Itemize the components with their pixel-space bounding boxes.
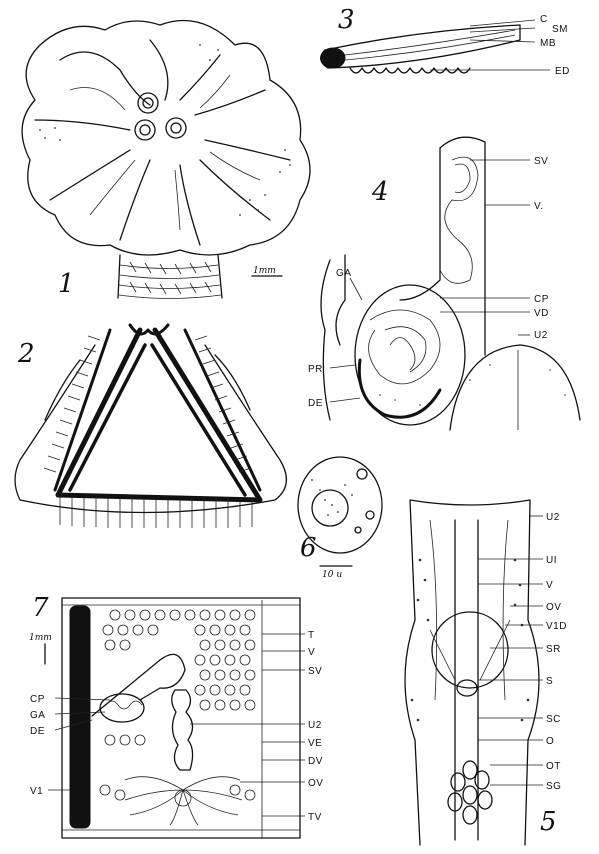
figure-4-label-vd: VD <box>534 308 549 319</box>
figure-5-shell-glands <box>447 760 493 825</box>
figure-4-label-u2: U2 <box>534 330 548 341</box>
figure-5-label-sg: SG <box>546 781 561 792</box>
figure-4-number: 4 <box>371 177 389 207</box>
figure-7-number: 7 <box>32 593 49 623</box>
figure-3-number: 3 <box>338 5 355 35</box>
figure-1-number: 1 <box>58 269 75 299</box>
figure-1-neck <box>117 254 223 299</box>
figure-4-label-v: V. <box>534 201 544 212</box>
figure-7-label-dv: DV <box>308 756 323 767</box>
figure-7-label-ga: GA <box>30 710 45 721</box>
figure-7-label-sv: SV <box>308 666 322 677</box>
figure-6-egg: 6 10 u <box>297 456 383 580</box>
figure-5-label-v: V <box>546 580 553 591</box>
figure-7-scale: 1mm <box>29 633 52 643</box>
figure-4-label-pr: PR <box>308 364 323 375</box>
figure-6-number: 6 <box>300 533 317 563</box>
figure-7-label-de: DE <box>30 726 45 737</box>
figure-3-section: 3 C SM MB ED <box>320 5 570 77</box>
figure-7-vitellaria <box>69 605 91 829</box>
figure-4-label-ga: GA <box>336 268 351 279</box>
figure-7-label-v: V <box>308 647 315 658</box>
figure-4-genitalia: 4 SV V. GA CP VD U2 PR DE <box>308 136 581 431</box>
figure-7-label-v1: V1 <box>30 786 43 797</box>
figure-5-label-sr: SR <box>546 644 561 655</box>
figure-7-proglottid: 7 1mm T V SV CP GA DE U2 VE DV OV TV V1 <box>29 593 323 839</box>
figure-7-label-ve: VE <box>308 738 322 749</box>
figure-4-label-cp: CP <box>534 294 549 305</box>
figure-3-label-c: C <box>540 14 548 25</box>
figure-7-label-cp: CP <box>30 694 45 705</box>
figure-3-label-ed: ED <box>555 66 570 77</box>
figure-1-outline <box>21 19 311 256</box>
figure-5-number: 5 <box>540 807 557 837</box>
figure-5-label-sc: SC <box>546 714 561 725</box>
figure-3-label-sm: SM <box>552 24 568 35</box>
figure-2-section: 2 <box>14 323 287 528</box>
figure-5-label-ui: UI <box>546 555 557 566</box>
figure-5-label-u2: U2 <box>546 512 560 523</box>
figure-7-label-ov: OV <box>308 778 323 789</box>
figure-7-testes <box>99 609 256 801</box>
figure-2-number: 2 <box>17 339 35 369</box>
figure-7-label-tv: TV <box>308 812 322 823</box>
figure-7-label-u2: U2 <box>308 720 322 731</box>
figure-7-label-t: T <box>308 630 315 641</box>
figure-5-label-ov: OV <box>546 602 561 613</box>
figure-4-label-de: DE <box>308 398 323 409</box>
figure-6-scale: 10 u <box>322 570 342 580</box>
figure-1-scale: 1mm <box>253 266 276 276</box>
figure-3-label-mb: MB <box>540 38 556 49</box>
figure-4-label-sv: SV <box>534 156 548 167</box>
figure-7-ovary <box>124 776 243 826</box>
figure-5-label-s: S <box>546 676 553 687</box>
figure-5-label-o: O <box>546 736 554 747</box>
figure-1-scolex: 1 1mm <box>21 19 311 299</box>
figure-5-label-v1d: V1D <box>546 621 567 632</box>
figure-5-label-ot: OT <box>546 761 561 772</box>
figure-5-tract: U2 UI V OV V1D SR S SC O OT SG 5 <box>404 499 567 846</box>
